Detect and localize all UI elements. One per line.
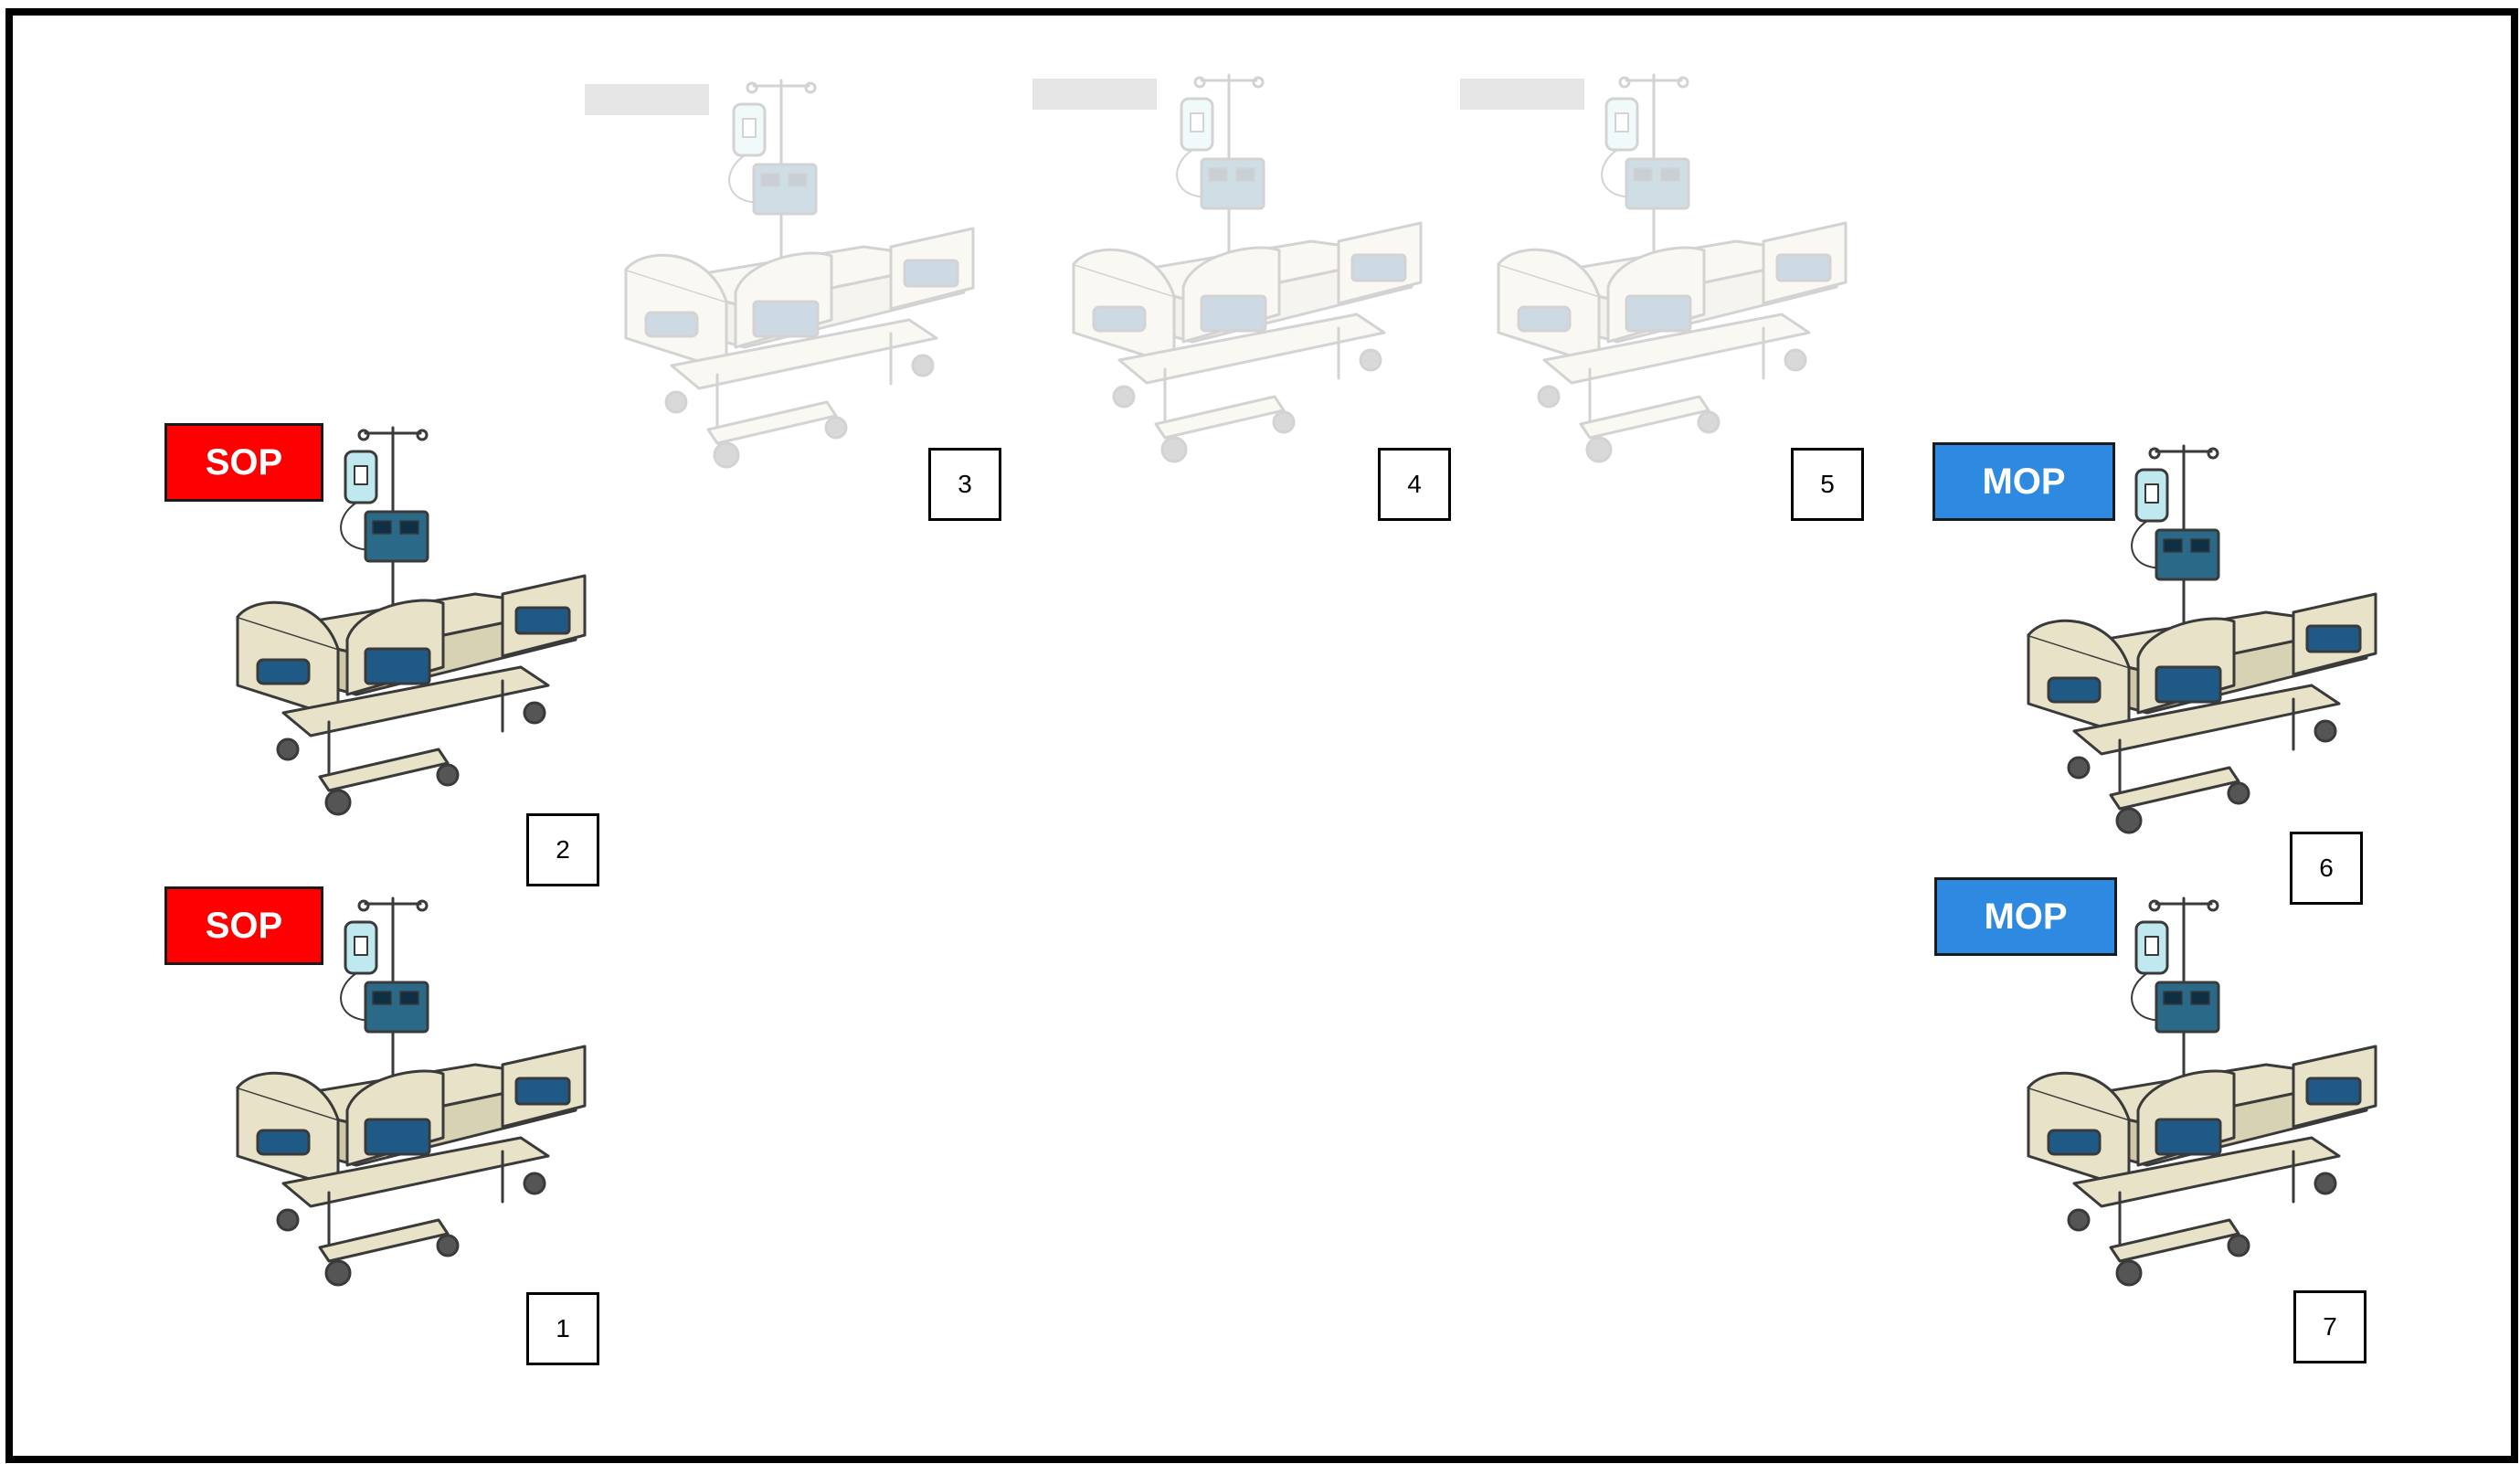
hospital-bed-4-icon bbox=[1037, 68, 1439, 497]
hospital-bed-7-icon bbox=[1992, 891, 2394, 1321]
bed-number-6: 6 bbox=[2290, 832, 2363, 905]
bed-number-4: 4 bbox=[1378, 448, 1451, 521]
bed-number-3: 3 bbox=[928, 448, 1001, 521]
bed-number-7: 7 bbox=[2293, 1290, 2366, 1363]
mop-tag-bed-6: MOP bbox=[1932, 442, 2115, 521]
hospital-bed-3-icon bbox=[589, 73, 991, 503]
faded-label-bed-4 bbox=[1032, 79, 1157, 110]
mop-tag-bed-7: MOP bbox=[1934, 877, 2117, 956]
faded-label-bed-5 bbox=[1460, 79, 1584, 110]
hospital-bed-1-icon bbox=[201, 891, 603, 1321]
bed-number-2: 2 bbox=[526, 813, 599, 886]
bed-number-1: 1 bbox=[526, 1292, 599, 1365]
hospital-bed-6-icon bbox=[1992, 439, 2394, 868]
sop-tag-bed-2: SOP bbox=[164, 423, 323, 502]
hospital-bed-5-icon bbox=[1462, 68, 1864, 497]
hospital-bed-2-icon bbox=[201, 420, 603, 850]
faded-label-bed-3 bbox=[585, 84, 709, 115]
sop-tag-bed-1: SOP bbox=[164, 886, 323, 965]
bed-number-5: 5 bbox=[1791, 448, 1864, 521]
